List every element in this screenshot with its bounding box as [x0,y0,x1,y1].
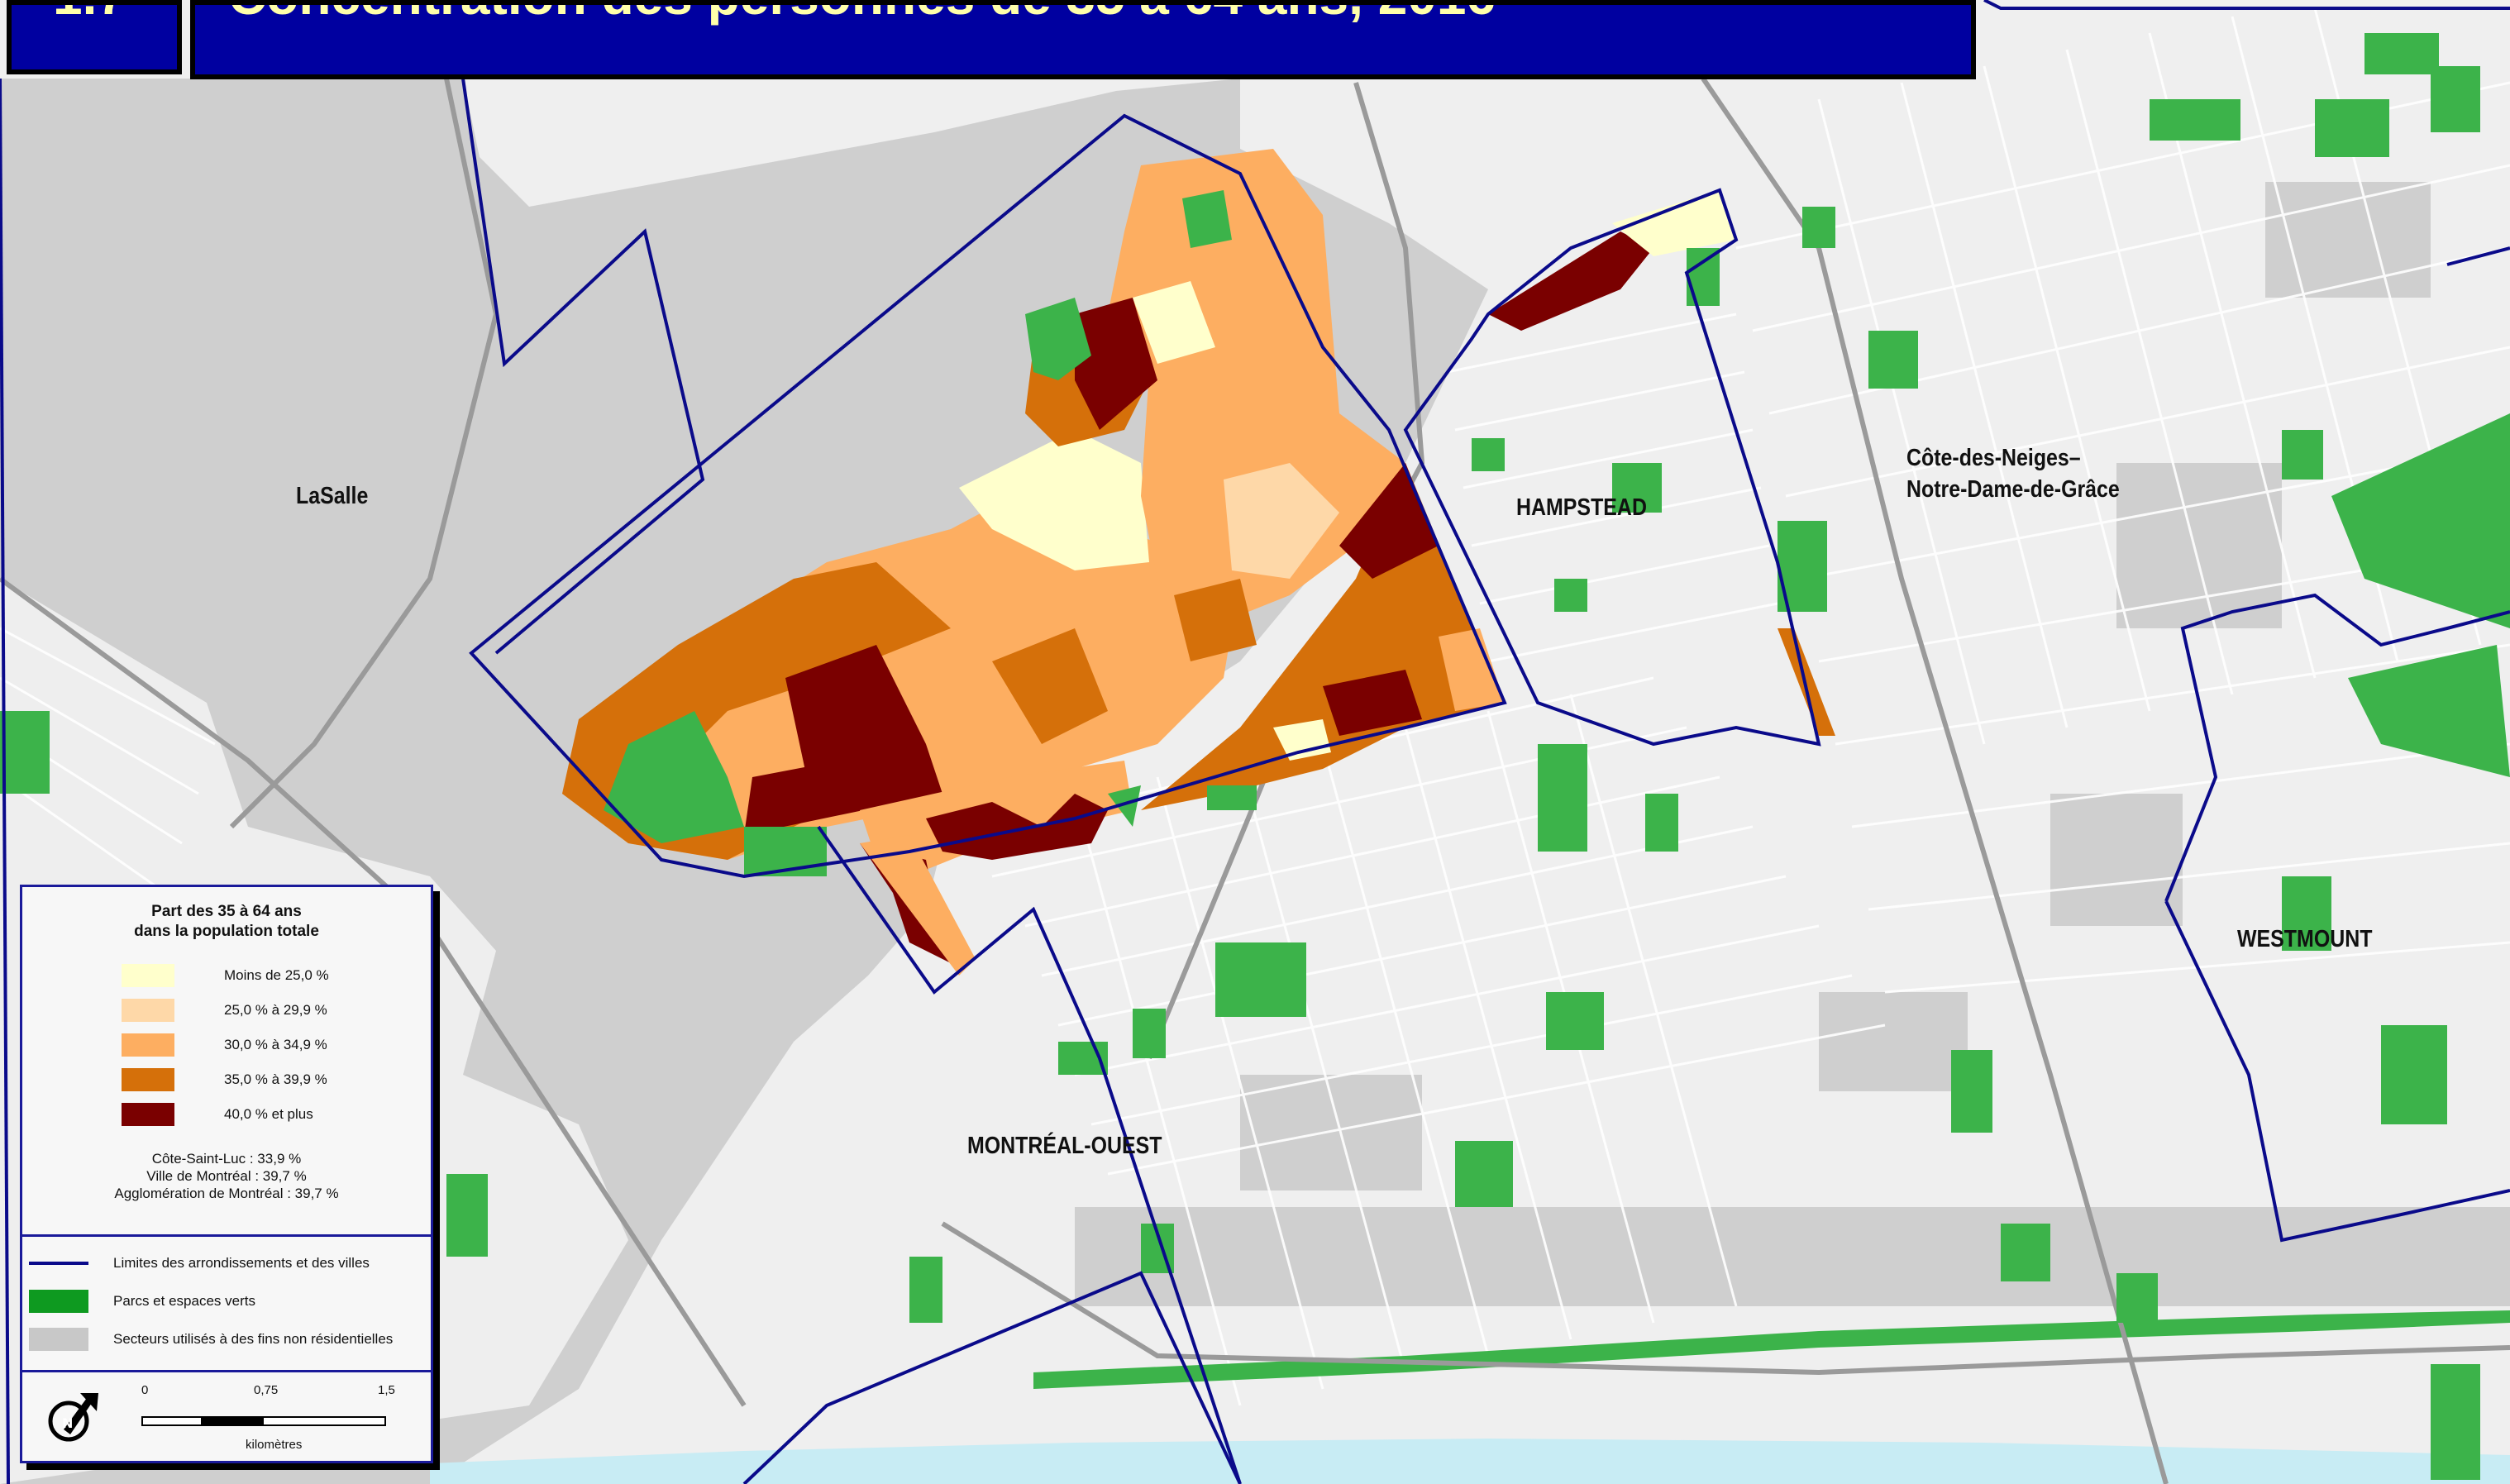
scale-segment-1 [141,1416,203,1426]
choropleth-csl-east [1141,190,1835,810]
nonres-south-3 [1819,992,1968,1091]
legend-class-4: 35,0 % à 39,9 % [122,1067,327,1092]
street-grid [0,7,2510,1406]
nonres-east-3 [2050,794,2183,926]
area-class-2-n [1224,463,1339,579]
boundary-lasalle-n [461,78,705,655]
legend-class-2-label: 25,0 % à 29,9 % [224,1002,327,1018]
scale-tick-0: 0 [141,1383,149,1397]
water-canal [430,1439,2510,1484]
legend-class-1-label: Moins de 25,0 % [224,967,329,983]
legend-class-3: 30,0 % à 34,9 % [122,1033,327,1057]
park-csl-2 [1025,298,1091,380]
title-box: Concentration des personnes de 35 à 64 a… [190,0,1976,79]
area-class-3-s2 [860,835,976,976]
label-cdn-line1: Côte-des-Neiges– [1906,445,2081,471]
area-class-1-e [1273,719,1331,761]
legend-swatch-4 [122,1068,174,1091]
legend-title-line1: Part des 35 à 64 ans [151,903,302,920]
label-hampstead: HAMPSTEAD [1516,494,1647,521]
area-class-5-e2 [1323,670,1422,736]
area-class-5-w2 [744,744,942,835]
legend-separator-2 [22,1370,431,1372]
legend-class-4-label: 35,0 % à 39,9 % [224,1071,327,1087]
scale-tick-2: 1,5 [378,1383,395,1397]
scale-segment-2 [201,1416,264,1426]
legend-boundary-line-icon [29,1262,88,1265]
legend-nonres-swatch [29,1328,88,1351]
legend-panel: Part des 35 à 64 ans dans la population … [20,885,433,1463]
legend-class-2: 25,0 % à 29,9 % [122,998,327,1023]
map-title: Concentration des personnes de 35 à 64 a… [228,5,1496,26]
boundary-south [742,1271,1242,1484]
area-class-5-s [926,794,1108,860]
nonres-east-2 [2116,463,2282,628]
legend-boundaries-label: Limites des arrondissements et des ville… [113,1255,370,1271]
legend-park-swatch [29,1290,88,1313]
boundary-west-edge [0,78,10,1484]
nonres-south-rail [1075,1207,2510,1306]
legend-class-5-label: 40,0 % et plus [224,1106,313,1122]
scale-tick-1: 0,75 [254,1383,279,1397]
label-cdn-line2: Notre-Dame-de-Grâce [1906,476,2120,503]
legend-swatch-1 [122,964,174,987]
legend-stats: Côte-Saint-Luc : 33,9 % Ville de Montréa… [22,1150,431,1202]
north-arrow-svg: N [48,1393,98,1442]
area-class-3-e [1439,628,1505,711]
legend-nonres-row: Secteurs utilisés à des fins non résiden… [29,1327,393,1352]
north-arrow-icon: N [42,1383,108,1449]
label-lasalle: LaSalle [296,483,369,509]
park-csl-3 [1182,190,1232,248]
legend-class-5: 40,0 % et plus [122,1102,313,1127]
legend-boundaries-row: Limites des arrondissements et des ville… [29,1251,370,1276]
title-bar: 1.7 Concentration des personnes de 35 à … [7,0,1976,79]
boundary-east-2 [2446,246,2510,266]
boundary-montreal-ouest [817,825,1242,1484]
area-class-1-n [959,430,1149,570]
legend-stat-ville: Ville de Montréal : 39,7 % [146,1168,307,1184]
area-class-1-n2 [1133,281,1215,364]
legend-class-1: Moins de 25,0 % [122,963,329,988]
label-westmount: WESTMOUNT [2237,926,2373,952]
title-number: 1.7 [53,5,126,26]
area-class-5-n [1075,298,1157,430]
boundary-east-1 [1983,0,2510,10]
title-number-box: 1.7 [7,0,182,74]
boundary-csl [469,113,1507,879]
scale-segment-3 [262,1416,386,1426]
legend-swatch-3 [122,1033,174,1057]
legend-parks-label: Parcs et espaces verts [113,1293,255,1309]
park-csl-4 [1108,785,1141,827]
legend-title-line2: dans la population totale [134,923,319,940]
boundary-westmount [2164,593,2510,1243]
park-strip-south [1033,1310,2510,1389]
legend-swatch-2 [122,999,174,1022]
legend-separator-1 [22,1234,431,1237]
label-montreal-ouest: MONTRÉAL-OUEST [967,1133,1162,1159]
scale-unit: kilomètres [246,1438,303,1452]
nonres-south-2 [1240,1075,1422,1191]
legend-swatch-5 [122,1103,174,1126]
area-class-4-c2 [1174,579,1257,661]
parks [0,33,2510,1480]
area-class-4-c [992,628,1108,744]
legend-nonres-label: Secteurs utilisés à des fins non résiden… [113,1331,394,1347]
legend-stat-agglo: Agglomération de Montréal : 39,7 % [114,1186,339,1201]
north-arrow-letter: N [62,1415,73,1431]
legend-parks-row: Parcs et espaces verts [29,1289,255,1314]
legend-class-3-label: 30,0 % à 34,9 % [224,1037,327,1052]
park-csl-1 [604,711,744,843]
legend-stat-csl: Côte-Saint-Luc : 33,9 % [151,1151,302,1167]
area-class-5-hampstead-n [1488,231,1653,331]
boundary-hampstead [1403,188,1821,747]
area-class-1-hampstead-n [1612,190,1736,256]
scale-bar: 0 0,75 1,5 kilomètres [138,1383,403,1452]
